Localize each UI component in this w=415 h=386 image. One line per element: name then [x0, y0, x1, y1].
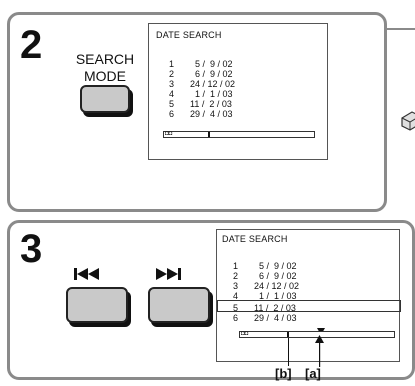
callout-line-b	[288, 338, 289, 366]
list-item[interactable]: 1 5 / 9 / 02	[233, 261, 297, 271]
down-arrow-marker-icon	[317, 322, 325, 335]
list-item[interactable]: 4 1 / 1 / 03	[233, 291, 297, 301]
step-number: 3	[20, 227, 43, 271]
search-mode-button[interactable]	[80, 85, 130, 113]
highlighted-row	[217, 300, 401, 312]
list-item[interactable]: 2 6 / 9 / 02	[233, 271, 297, 281]
list-item[interactable]: 1 5 / 9 / 02	[169, 59, 233, 69]
step-number: 2	[20, 23, 43, 67]
tape-position-marker	[208, 132, 210, 137]
cassette-icon: ◘◘	[165, 131, 173, 137]
list-item[interactable]: 4 1 / 1 / 03	[169, 89, 233, 99]
device-corner-icon	[400, 110, 415, 132]
tape-position-marker	[287, 332, 289, 337]
skip-next-icon	[156, 267, 184, 280]
skip-previous-icon	[74, 267, 102, 280]
step-3-panel: 3 DATE SEARCH 1 5 / 9 / 02 2 6 / 9 / 02 …	[7, 220, 415, 381]
list-item[interactable]: 2 6 / 9 / 02	[169, 69, 233, 79]
skip-previous-button[interactable]	[66, 287, 128, 323]
screen-title: DATE SEARCH	[156, 30, 222, 40]
cassette-icon: ◘◘	[241, 331, 249, 337]
tape-position-bar: ◘◘	[239, 331, 395, 338]
tape-position-bar: ◘◘	[163, 131, 315, 138]
step-2-panel: 2 SEARCH MODE DATE SEARCH 1 5 / 9 / 02 2…	[7, 12, 387, 212]
connector-line	[387, 28, 415, 30]
skip-next-button[interactable]	[148, 287, 210, 323]
up-arrow-icon	[315, 335, 324, 367]
label-b: [b]	[275, 366, 292, 381]
label-a: [a]	[305, 366, 321, 381]
screen-title: DATE SEARCH	[222, 234, 288, 244]
search-mode-label: SEARCH MODE	[75, 51, 135, 84]
